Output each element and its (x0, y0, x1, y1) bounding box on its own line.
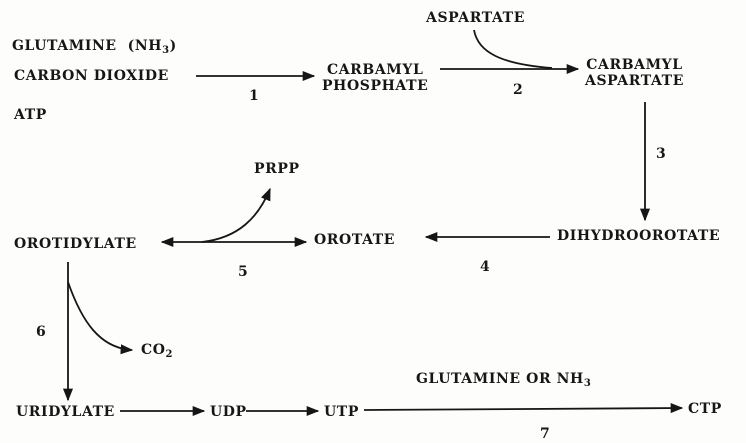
aspartate-label: ASPARTATE (426, 10, 525, 26)
ctp-node: CTP (688, 401, 722, 417)
step-number-4: 4 (480, 259, 490, 275)
orotate-node: OROTATE (314, 232, 396, 248)
carbamyl-phosphate-node: CARBAMYL PHOSPHATE (322, 62, 428, 94)
input-carbon-dioxide: CARBON DIOXIDE (14, 68, 169, 84)
arrow-aspartate-input (473, 29, 553, 69)
arrow-prpp (201, 187, 271, 243)
carbamyl-aspartate-line2: ASPARTATE (585, 73, 684, 89)
input-glutamine: GLUTAMINE (NH3) (12, 38, 177, 56)
carbamyl-phosphate-line1: CARBAMYL (326, 62, 424, 78)
glutamine-or-nh3-label: GLUTAMINE OR NH3 (416, 371, 592, 389)
carbamyl-aspartate-node: CARBAMYL ASPARTATE (585, 57, 684, 89)
udp-node: UDP (210, 404, 247, 420)
utp-node: UTP (324, 404, 359, 420)
prpp-label: PRPP (254, 161, 300, 177)
step-number-3: 3 (656, 146, 666, 162)
input-atp: ATP (14, 107, 47, 123)
step-number-7: 7 (540, 426, 550, 442)
carbamyl-aspartate-line1: CARBAMYL (586, 57, 683, 73)
step-number-2: 2 (513, 82, 523, 98)
step-number-1: 1 (249, 88, 259, 104)
arrow-step-7 (363, 403, 684, 414)
step-number-6: 6 (36, 324, 46, 340)
uridylate-node: URIDYLATE (16, 404, 115, 420)
co2-product-label: CO2 (141, 342, 174, 360)
dihydroorotate-node: DIHYDROOROTATE (557, 228, 721, 244)
step-number-5: 5 (238, 264, 248, 280)
carbamyl-phosphate-line2: PHOSPHATE (322, 78, 429, 94)
arrow-co2-release (67, 281, 134, 355)
orotidylate-node: OROTIDYLATE (14, 236, 137, 252)
